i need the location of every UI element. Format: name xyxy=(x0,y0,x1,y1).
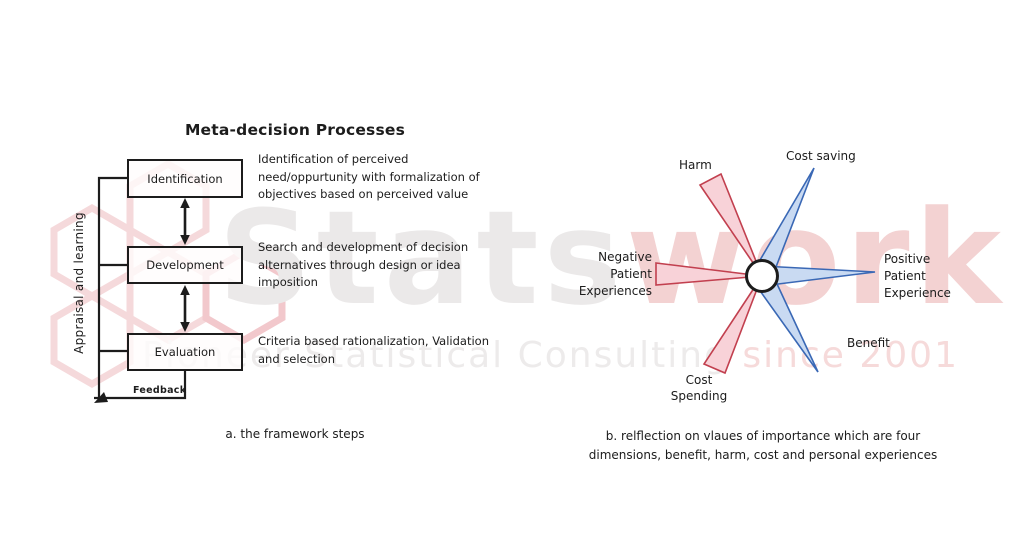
step-description-identification: Identification of perceived need/oppurtu… xyxy=(258,152,480,201)
step-label: Development xyxy=(146,258,224,272)
step-label: Evaluation xyxy=(154,345,216,359)
double-arrow-identification-development xyxy=(180,198,190,245)
double-arrow-development-evaluation xyxy=(180,285,190,332)
negative-patient-experiences-label: Negative Patient Experiences xyxy=(578,250,652,298)
arrowhead-up-icon xyxy=(180,285,190,295)
feedback-label: Feedback xyxy=(133,385,187,396)
step-box-development: Development xyxy=(127,246,243,284)
star-center-circle xyxy=(745,259,779,293)
step-box-identification: Identification xyxy=(127,159,243,198)
watermark-tagline-pink: since 2001 xyxy=(742,335,959,376)
cost-spending-petal xyxy=(702,275,763,375)
arrowhead-up-icon xyxy=(180,198,190,208)
appraisal-learning-spine xyxy=(94,176,187,400)
watermark-brand-gray: Stats xyxy=(218,182,627,334)
harm-label: Harm xyxy=(679,158,712,172)
step-label: Identification xyxy=(147,171,223,186)
cost-saving-label: Cost saving xyxy=(786,149,856,163)
step-description-evaluation: Criteria based rationalization, Validati… xyxy=(258,334,489,366)
benefit-label: Benefit xyxy=(847,336,890,350)
caption-b: b. relflection on vlaues of importance w… xyxy=(588,429,938,462)
negative-patient-experiences-petal xyxy=(655,262,763,286)
panel-a-title: Meta-decision Processes xyxy=(184,121,406,139)
watermark-brand-pink: work xyxy=(626,182,1007,334)
caption-a: a. the framework steps xyxy=(225,427,365,441)
value-star xyxy=(655,167,876,375)
step-description-development: Search and development of decision alter… xyxy=(258,240,469,289)
step-box-evaluation: Evaluation xyxy=(127,333,243,371)
harm-petal xyxy=(698,172,763,277)
appraisal-and-learning-label: Appraisal and learning xyxy=(72,212,86,354)
watermark-brand-text: Statswork xyxy=(218,193,1006,323)
cost-spending-label: Cost Spending xyxy=(670,373,728,403)
arrowhead-down-icon xyxy=(180,235,190,245)
positive-patient-experience-label: Positive Patient Experience xyxy=(884,252,951,300)
feedback-line xyxy=(106,371,187,400)
feedback-arrowhead-icon xyxy=(94,392,108,403)
spine-line xyxy=(94,176,127,400)
arrowhead-down-icon xyxy=(180,322,190,332)
